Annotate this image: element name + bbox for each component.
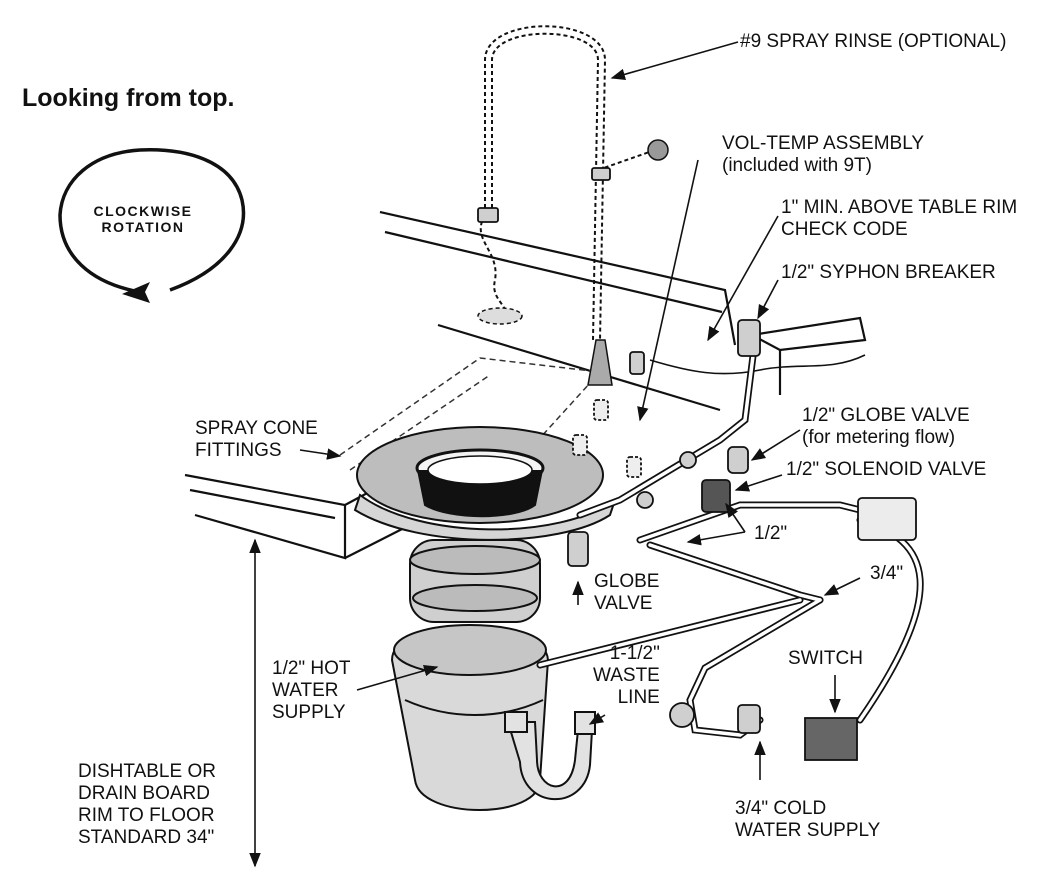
spray-head xyxy=(647,139,669,161)
spray-rinse-base xyxy=(477,307,523,325)
switch-label: SWITCH xyxy=(788,648,863,669)
syphon-breaker-label: 1/2" SYPHON BREAKER xyxy=(781,262,996,283)
solenoid-valve-body xyxy=(701,479,731,513)
solenoid-valve-label: 1/2" SOLENOID VALVE xyxy=(786,459,987,480)
cold-supply-valve-body xyxy=(737,704,761,734)
rotation-arrow-icon xyxy=(122,282,150,303)
dishtable-counter xyxy=(379,210,867,412)
globe-valve-metering-body xyxy=(727,446,749,474)
three-quarter-label: 3/4" xyxy=(870,563,904,584)
syphon-breaker-body xyxy=(737,319,761,357)
valves-fittings xyxy=(477,167,917,761)
page-title: Looking from top. xyxy=(22,84,235,112)
dashed-sink-outline xyxy=(339,357,602,471)
rotation-circle xyxy=(58,148,246,294)
spray-rinse-label: #9 SPRAY RINSE (OPTIONAL) xyxy=(740,31,1007,52)
globe-valve-metering-label: 1/2" GLOBE VALVE(for metering flow) xyxy=(802,405,970,448)
counter-front-rail xyxy=(184,469,411,560)
half-inch-label: 1/2" xyxy=(754,523,788,544)
spray-cone xyxy=(353,426,617,541)
pointer-arrows xyxy=(299,41,861,780)
hot-globe-valve-body xyxy=(567,531,589,567)
switch-body xyxy=(804,717,858,761)
spray-rinse-arm xyxy=(479,25,656,341)
junction-box xyxy=(857,497,917,541)
vol-temp-label: VOL-TEMP ASSEMBLY(included with 9T) xyxy=(722,133,925,176)
vacuum-cone xyxy=(587,339,613,386)
